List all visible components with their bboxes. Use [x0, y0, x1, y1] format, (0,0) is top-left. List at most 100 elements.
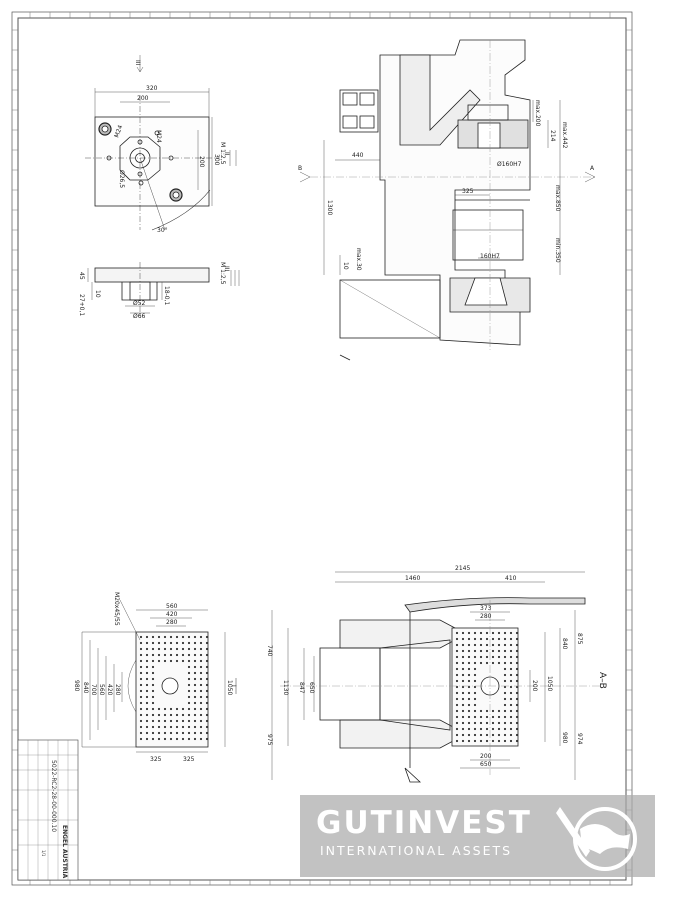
bolt-hole — [145, 641, 149, 645]
bolt-hole — [515, 679, 519, 683]
bolt-hole — [473, 679, 477, 683]
bolt-hole — [187, 725, 191, 729]
bolt-hole — [199, 659, 203, 663]
bolt-hole — [151, 647, 155, 651]
bolt-hole — [199, 665, 203, 669]
bolt-hole — [205, 647, 209, 651]
bolt-hole — [497, 733, 501, 737]
bolt-hole — [157, 731, 161, 735]
bolt-hole — [473, 703, 477, 707]
bolt-hole — [467, 679, 471, 683]
bolt-hole — [199, 689, 203, 693]
dim-1050: 1050 — [226, 680, 233, 695]
dim-650: 650 — [308, 682, 315, 694]
bolt-hole — [151, 695, 155, 699]
bolt-hole — [473, 631, 477, 635]
bolt-hole — [491, 631, 495, 635]
bolt-hole — [491, 637, 495, 641]
side-view: III M 1:2,5 45 10 Ø52 Ø66 18-0,1 27+0,1 — [78, 262, 230, 320]
bolt-hole — [491, 721, 495, 725]
bolt-hole — [503, 697, 507, 701]
bolt-hole — [151, 677, 155, 681]
bolt-hole — [461, 739, 465, 743]
bolt-hole — [455, 697, 459, 701]
bolt-hole — [187, 701, 191, 705]
bolt-hole — [503, 649, 507, 653]
bolt-hole — [515, 691, 519, 695]
watermark-banner: GUTINVEST INTERNATIONAL ASSETS — [300, 795, 655, 877]
bolt-hole — [145, 725, 149, 729]
bolt-hole — [503, 643, 507, 647]
bolt-hole — [151, 653, 155, 657]
bolt-hole — [479, 655, 483, 659]
bolt-hole — [491, 643, 495, 647]
dim-410: 410 — [505, 575, 517, 582]
bolt-hole — [485, 661, 489, 665]
bolt-hole — [205, 641, 209, 645]
bolt-hole — [509, 703, 513, 707]
bolt-hole — [205, 635, 209, 639]
bolt-hole — [187, 719, 191, 723]
bolt-hole — [175, 707, 179, 711]
platen-hole-pattern — [139, 635, 209, 741]
bolt-hole — [199, 713, 203, 717]
bolt-hole — [193, 659, 197, 663]
bolt-hole — [455, 709, 459, 713]
bolt-hole — [139, 647, 143, 651]
bolt-hole — [455, 679, 459, 683]
dim-10: 10 — [94, 290, 101, 298]
platen-view: 560 420 280 M20x45/55 980 840 700 560 42… — [73, 592, 237, 763]
bolt-hole — [461, 637, 465, 641]
bolt-hole — [199, 677, 203, 681]
bolt-hole — [163, 725, 167, 729]
bolt-hole — [169, 731, 173, 735]
bolt-hole — [485, 733, 489, 737]
dim-d52: Ø52 — [133, 300, 146, 307]
bolt-hole — [509, 715, 513, 719]
bolt-hole — [515, 655, 519, 659]
bolt-hole — [467, 673, 471, 677]
bolt-hole — [485, 631, 489, 635]
bolt-hole — [187, 641, 191, 645]
section-view: 440 1300 max.30 10 max.200 214 max.442 Ø… — [298, 39, 596, 361]
bolt-hole — [199, 647, 203, 651]
bolt-hole — [145, 695, 149, 699]
company-name: ENGEL AUSTRIA — [61, 825, 68, 879]
bolt-hole — [181, 647, 185, 651]
bolt-hole — [151, 683, 155, 687]
bolt-hole — [467, 697, 471, 701]
bolt-hole — [199, 653, 203, 657]
bolt-hole — [199, 725, 203, 729]
bolt-hole — [163, 713, 167, 717]
bolt-hole — [455, 643, 459, 647]
bolt-hole — [181, 737, 185, 741]
bolt-hole — [175, 635, 179, 639]
bolt-hole — [497, 739, 501, 743]
thread-label: M20x45/55 — [113, 592, 120, 626]
bolt-hole — [139, 635, 143, 639]
bolt-hole — [175, 641, 179, 645]
bolt-hole — [473, 697, 477, 701]
bolt-hole — [139, 731, 143, 735]
bolt-hole — [503, 733, 507, 737]
bolt-hole — [485, 643, 489, 647]
dim-847: 847 — [298, 682, 305, 694]
bolt-hole — [187, 731, 191, 735]
bolt-hole — [139, 683, 143, 687]
dim-280: 280 — [166, 619, 178, 626]
bolt-hole — [205, 701, 209, 705]
sheet-number: 1/1 — [41, 850, 46, 857]
bolt-hole — [187, 713, 191, 717]
bolt-hole — [145, 707, 149, 711]
bolt-hole — [139, 707, 143, 711]
bolt-hole — [503, 679, 507, 683]
bolt-hole — [467, 649, 471, 653]
bolt-hole — [145, 701, 149, 705]
bolt-hole — [467, 685, 471, 689]
bolt-hole — [467, 655, 471, 659]
dim-373: 373 — [480, 605, 492, 612]
bolt-hole — [473, 715, 477, 719]
top-view: III 320 200 M24 M24 Ø26,5 300 200 30° II… — [85, 55, 240, 286]
bolt-hole — [467, 631, 471, 635]
bolt-hole — [145, 683, 149, 687]
